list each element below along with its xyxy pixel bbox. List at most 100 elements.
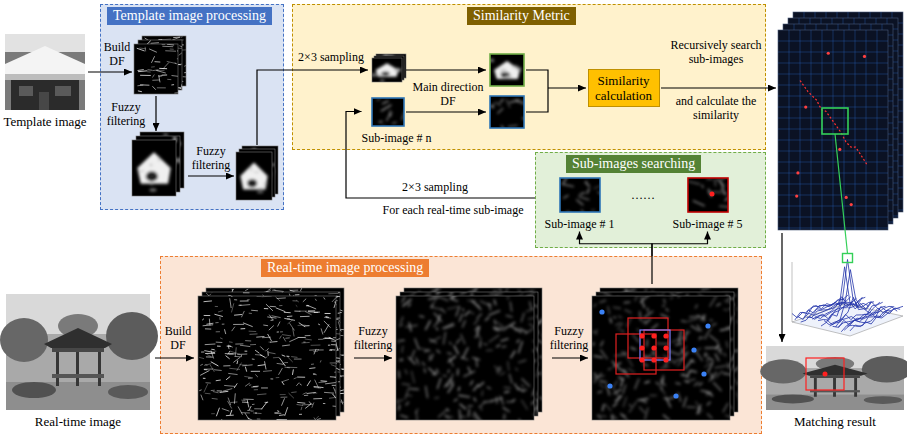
feature-map [307, 307, 313, 315]
feature-map [158, 45, 167, 47]
feature-map [489, 351, 492, 363]
feature-map [217, 353, 225, 359]
feature-map [433, 298, 436, 305]
feature-map [453, 321, 461, 324]
feature-map [225, 354, 228, 355]
feature-map [294, 359, 302, 360]
feature-map [224, 312, 228, 317]
feature-map [305, 372, 308, 373]
feature-map [149, 188, 156, 191]
feature-map [425, 320, 430, 330]
feature-map [222, 324, 225, 325]
feature-map [263, 325, 268, 327]
feature-map [633, 400, 643, 404]
feature-map [249, 363, 259, 365]
feature-map [276, 382, 285, 384]
feature-map [330, 349, 335, 350]
feature-map [438, 409, 448, 417]
feature-map [238, 372, 242, 373]
feature-map [688, 178, 728, 212]
feature-map [506, 315, 513, 317]
feature-map [475, 329, 482, 331]
feature-map [401, 346, 403, 353]
feature-map [155, 145, 159, 150]
feature-map [702, 301, 707, 309]
feature-map [295, 307, 301, 308]
feature-map [405, 369, 407, 374]
feature-map [641, 350, 647, 355]
feature-map [145, 38, 154, 44]
feature-map [224, 373, 234, 374]
feature-map [313, 388, 315, 389]
feature-map [292, 314, 297, 315]
feature-map [490, 96, 524, 128]
feature-map [560, 178, 600, 212]
feature-map [338, 376, 339, 379]
feature-map [484, 316, 486, 327]
feature-map [313, 303, 320, 304]
feature-map [493, 328, 499, 331]
feature-map [176, 76, 179, 77]
feature-map [227, 361, 231, 362]
feature-map [212, 313, 216, 317]
feature-map [256, 394, 261, 396]
feature-map [279, 414, 284, 416]
feature-map [484, 345, 487, 355]
feature-map [462, 347, 468, 358]
feature-map [247, 410, 251, 411]
feature-map [499, 288, 501, 292]
feature-map [509, 392, 511, 396]
feature-map [152, 79, 159, 80]
feature-map [408, 357, 415, 364]
feature-map [169, 78, 177, 84]
feature-map [303, 306, 307, 309]
feature-map [404, 288, 542, 412]
feature-map [453, 325, 458, 335]
feature-map [297, 377, 305, 378]
feature-map [241, 368, 243, 373]
feature-map [474, 319, 478, 324]
feature-map [318, 318, 329, 320]
feature-map [490, 54, 524, 86]
feature-map [274, 401, 278, 402]
feature-map [243, 378, 244, 383]
feature-map [179, 46, 182, 48]
feature-map [288, 344, 296, 346]
feature-map [521, 400, 527, 410]
feature-map [323, 402, 330, 403]
feature-map [458, 338, 460, 347]
feature-map [247, 382, 258, 383]
feature-map [504, 317, 509, 320]
feature-map [513, 358, 515, 365]
feature-map [406, 402, 409, 405]
feature-map [376, 54, 402, 77]
feature-map [474, 398, 476, 402]
feature-map [238, 369, 240, 372]
feature-map [494, 320, 495, 325]
feature-map [287, 318, 290, 319]
feature-map [416, 411, 417, 420]
feature-map [400, 415, 408, 418]
feature-map [455, 390, 459, 392]
feature-map [382, 101, 388, 104]
feature-map [536, 340, 542, 345]
feature-map [293, 356, 303, 357]
feature-map [400, 317, 403, 324]
feature-map [432, 379, 436, 382]
feature-map [497, 108, 503, 113]
feature-map [298, 345, 308, 349]
feature-map [542, 369, 543, 375]
feature-map [205, 364, 207, 366]
feature-map [141, 148, 174, 179]
feature-map [400, 312, 404, 314]
feature-map [400, 292, 538, 416]
feature-map [223, 365, 227, 366]
feature-map [226, 303, 228, 305]
feature-map [421, 374, 433, 375]
feature-map [452, 381, 453, 385]
feature-map [249, 406, 251, 411]
feature-map [283, 315, 291, 317]
feature-map [446, 355, 452, 359]
feature-map [335, 373, 341, 376]
feature-map [537, 399, 538, 401]
